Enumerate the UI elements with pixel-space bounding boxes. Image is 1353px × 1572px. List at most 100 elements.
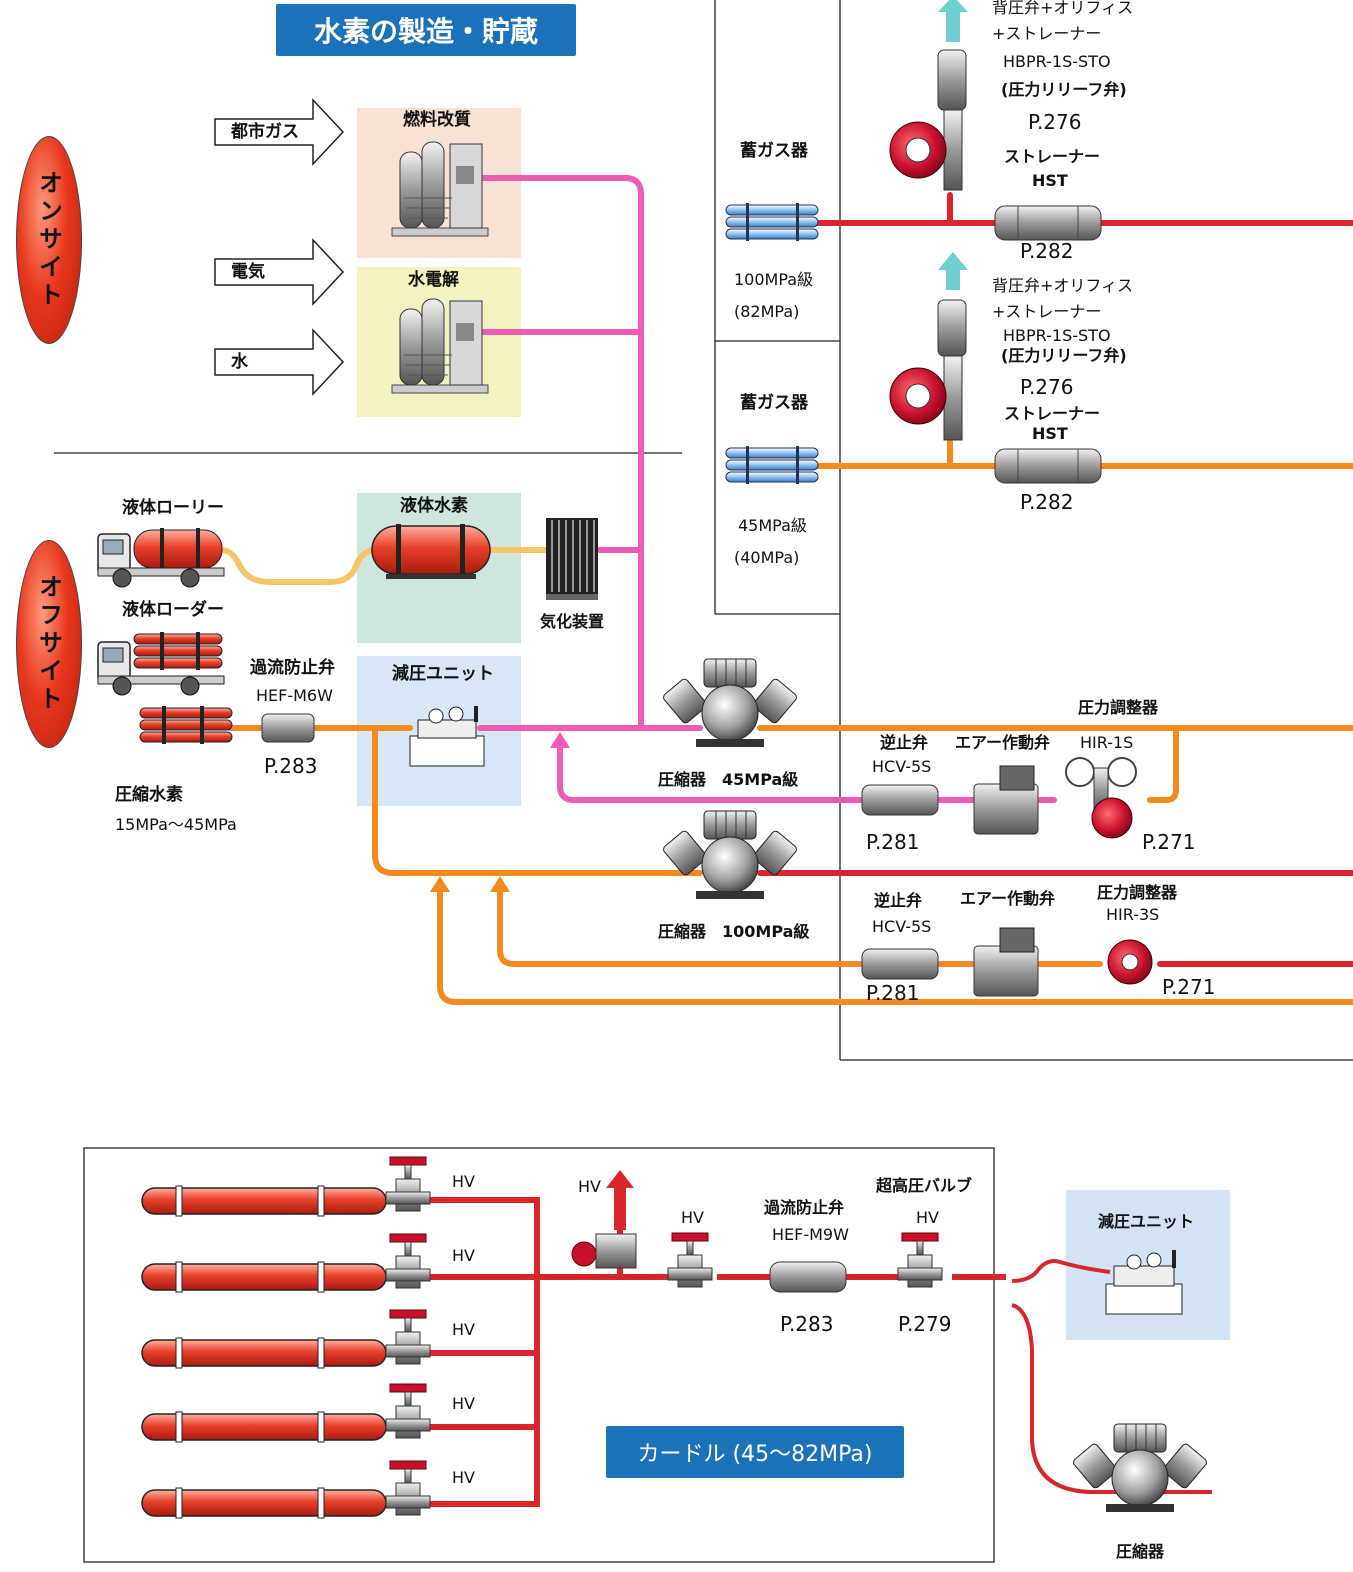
strainer-100-page: P.282 (1020, 239, 1074, 263)
red-pipes (757, 192, 1353, 967)
cardle-cylinders (141, 1185, 387, 1519)
orange-arrowhead (430, 876, 450, 892)
check-valve-100-model: HCV-5S (872, 917, 932, 936)
strainer-45-page: P.282 (1020, 490, 1074, 514)
relief-100-page: P.276 (1028, 110, 1082, 134)
strainer-100-model: HST (1032, 171, 1068, 190)
regulator-100-page: P.271 (1162, 975, 1216, 999)
storage-100-class: 100MPa級 (734, 270, 814, 289)
liquid-loader (97, 632, 225, 696)
vaporizer (546, 518, 598, 600)
zone-pressure-reduction-label: 減圧ユニット (392, 664, 494, 684)
arrow-water (214, 328, 345, 396)
check-valve-100 (861, 948, 939, 980)
zone-fuel-reforming-label: 燃料改質 (403, 110, 471, 130)
onsite-label: オンサイト (34, 170, 63, 310)
vent-arrow (606, 1170, 634, 1230)
regulator-hir1s (1065, 757, 1137, 839)
zone-electrolysis-label: 水電解 (408, 270, 459, 290)
cardle-label: カードル (45～82MPa) (606, 1426, 904, 1478)
relief-45-note: (圧力リリーフ弁) (1001, 346, 1127, 365)
relief-45-model: HBPR-1S-STO (1003, 326, 1111, 345)
vent-arrow (938, 252, 968, 290)
hv-label: HV (452, 1394, 475, 1413)
hv-label: HV (452, 1172, 475, 1191)
pressure-reduction-unit (409, 706, 485, 767)
relief-100-note: (圧力リリーフ弁) (1001, 80, 1127, 99)
relief-valve-45 (889, 299, 967, 441)
cardle-excess-flow-valve (769, 1261, 847, 1293)
arrow-electricity (214, 238, 345, 306)
pink-pipes (477, 175, 1059, 803)
check-valve-45-model: HCV-5S (872, 757, 932, 776)
cardle-excess-flow-model: HEF-M9W (772, 1225, 849, 1244)
strainer-100-name: ストレーナー (1004, 147, 1101, 166)
relief-100-name: 背圧弁+オリフィス (992, 0, 1134, 17)
liquid-hydrogen-tank (371, 524, 491, 579)
check-valve-45-label: 逆止弁 (880, 733, 929, 752)
strainer-100 (994, 205, 1102, 241)
compressed-range: 15MPa～45MPa (115, 815, 237, 834)
zone-liquid-hydrogen-label: 液体水素 (400, 496, 468, 516)
compressor-45-label: 圧縮器 45MPa級 (658, 770, 799, 789)
air-valve-45-label: エアー作動弁 (955, 733, 1051, 752)
check-valve-45 (861, 784, 939, 816)
excess-flow-model: HEF-M6W (256, 686, 333, 705)
regulator-45-heading: 圧力調整器 (1078, 698, 1159, 717)
vent-arrow (938, 0, 968, 42)
relief-valve-100 (889, 49, 967, 191)
check-valve-45-page: P.281 (866, 830, 920, 854)
pressure-reduction-unit (1105, 1250, 1183, 1315)
relief-100-name2: +ストレーナー (992, 24, 1102, 43)
storage-bundle-45 (725, 446, 819, 484)
air-valve-45 (973, 765, 1039, 835)
compressed-hydrogen-bundle (139, 706, 233, 744)
hv-label: HV (452, 1468, 475, 1487)
cardle-excess-flow-label: 過流防止弁 (764, 1198, 845, 1217)
check-valve-100-page: P.281 (866, 981, 920, 1005)
air-valve-100-label: エアー作動弁 (960, 889, 1056, 908)
uhp-valve-page: P.279 (898, 1312, 952, 1336)
regulator-45-model: HIR-1S (1080, 733, 1134, 752)
excess-flow-valve (261, 713, 315, 743)
excess-flow-page: P.283 (264, 754, 318, 778)
excess-flow-valve-label: 過流防止弁 (250, 658, 335, 678)
vaporizer-label: 気化装置 (540, 612, 605, 631)
storage-45-name: 蓄ガス器 (740, 393, 808, 413)
zone-cardle-pressure-unit (1066, 1190, 1230, 1340)
cardle-frame (83, 1147, 995, 1563)
hv-label: HV (681, 1208, 704, 1227)
hv-label: HV (916, 1208, 939, 1227)
input-electricity: 電気 (231, 262, 265, 282)
relief-45-name: 背圧弁+オリフィス (992, 276, 1134, 295)
relief-100-model: HBPR-1S-STO (1003, 52, 1111, 71)
strainer-45-name: ストレーナー (1004, 404, 1101, 423)
liquid-lorry (97, 528, 225, 588)
electrolysis-plant (391, 298, 489, 394)
arrow-city-gas (214, 98, 345, 166)
compressor-100 (663, 810, 797, 899)
fuel-reformer-plant (391, 141, 489, 237)
compressor-100-label: 圧縮器 100MPa級 (658, 922, 810, 941)
strainer-45 (994, 448, 1102, 484)
cardle-hoses (1011, 1259, 1212, 1494)
onsite-badge: オンサイト (16, 136, 82, 344)
check-valve-100-label: 逆止弁 (874, 891, 923, 910)
storage-100-pressure: (82MPa) (734, 302, 800, 321)
cardle-compressor-label: 圧縮器 (1116, 1542, 1165, 1561)
orange-pipes (227, 439, 1353, 1005)
storage-45-class: 45MPa級 (738, 516, 807, 535)
storage-bundle-100 (725, 203, 819, 241)
relief-45-page: P.276 (1020, 375, 1074, 399)
hv-vent-label: HV (578, 1177, 601, 1196)
cardle-pipes (427, 1197, 1006, 1507)
liquid-pipes (219, 547, 548, 585)
input-city-gas: 都市ガス (231, 122, 299, 142)
uhp-valve-label: 超高圧バルブ (876, 1176, 973, 1195)
cardle-pressure-unit-label: 減圧ユニット (1098, 1212, 1195, 1231)
offsite-label: オフサイト (34, 574, 63, 714)
pink-arrowhead (550, 732, 570, 748)
compressed-h2-label: 圧縮水素 (115, 785, 183, 805)
liquid-loader-label: 液体ローダー (122, 600, 224, 620)
